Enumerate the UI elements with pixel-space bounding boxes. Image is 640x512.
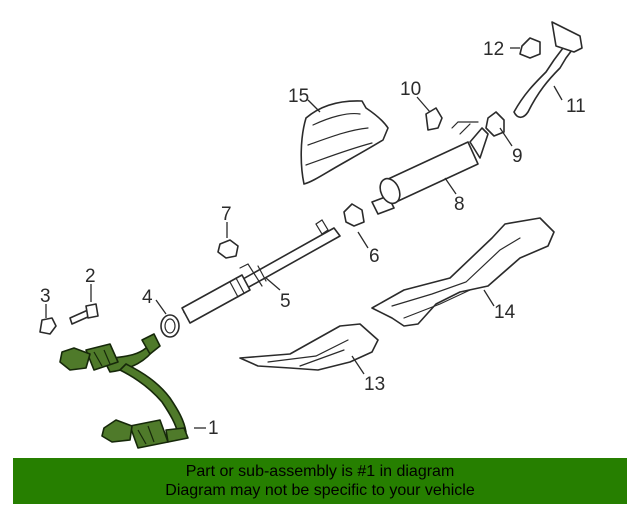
- part-2-bolt[interactable]: [69, 303, 99, 325]
- part-12-isolator[interactable]: [519, 37, 541, 59]
- part-7-hanger[interactable]: [217, 239, 239, 259]
- part-3-nut[interactable]: [39, 317, 57, 335]
- part-10-insulator[interactable]: [425, 107, 443, 131]
- part-14-heat-shield[interactable]: [371, 217, 555, 327]
- part-5-intermediate-pipe[interactable]: [181, 219, 341, 324]
- callout-6: 6: [369, 246, 380, 267]
- part-1-catalytic-converter[interactable]: [59, 333, 189, 449]
- part-13-heat-shield[interactable]: [239, 323, 379, 371]
- part-8-muffler[interactable]: [371, 121, 489, 215]
- callout-1: 1: [208, 418, 219, 439]
- banner-line-2: Diagram may not be specific to your vehi…: [165, 482, 475, 499]
- banner-line-1: Part or sub-assembly is #1 in diagram: [185, 463, 455, 480]
- part-6-clamp[interactable]: [343, 203, 365, 227]
- callout-5: 5: [280, 291, 291, 312]
- callout-13: 13: [364, 374, 385, 395]
- part-11-tailpipe[interactable]: [513, 21, 583, 119]
- callout-10: 10: [400, 79, 421, 100]
- callout-7: 7: [221, 204, 232, 225]
- callout-15: 15: [288, 86, 309, 107]
- callout-9: 9: [512, 146, 523, 167]
- callout-12: 12: [483, 39, 504, 60]
- callout-8: 8: [454, 194, 465, 215]
- part-9-clamp[interactable]: [485, 111, 505, 137]
- parts-diagram: 1 2 3 4 5 6 7 8 9 10 11 12 13 14 15: [39, 21, 586, 449]
- callout-14: 14: [494, 302, 516, 323]
- info-banner: Part or sub-assembly is #1 in diagram Di…: [13, 458, 627, 504]
- callout-3: 3: [40, 286, 51, 307]
- part-15-heat-shield[interactable]: [300, 100, 389, 185]
- part-4-clamp[interactable]: [160, 314, 180, 338]
- callout-4: 4: [142, 287, 153, 308]
- callout-11: 11: [566, 96, 586, 117]
- callout-2: 2: [85, 266, 96, 287]
